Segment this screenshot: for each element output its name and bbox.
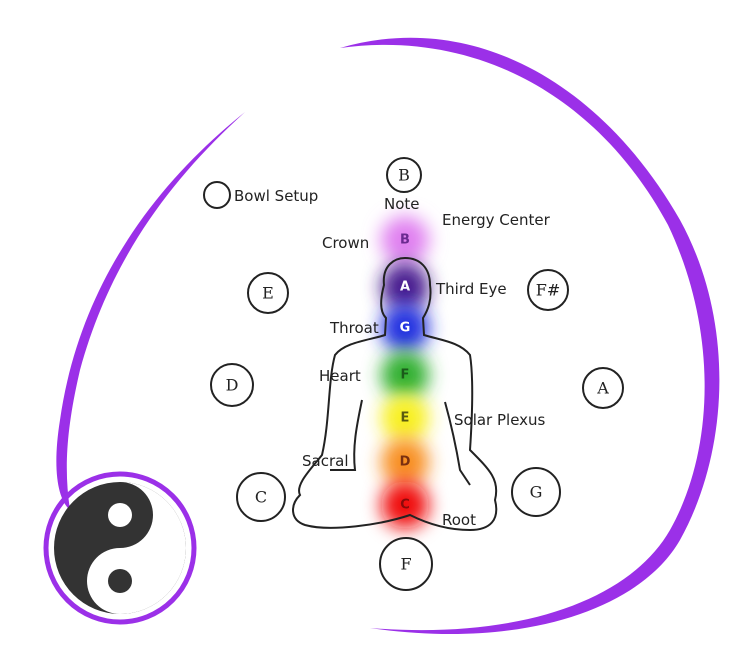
yin-yang-icon (43, 471, 197, 625)
bowl-left: D (210, 363, 254, 407)
bowl-circle (379, 537, 433, 591)
chakra-note: F (401, 368, 410, 383)
chakra-note: C (400, 498, 410, 513)
bowl-setup-label: Bowl Setup (234, 187, 318, 205)
bowl-circle (527, 269, 569, 311)
chakra-note: E (401, 411, 410, 426)
bowl-note: F# (536, 281, 561, 300)
chakra-name-throat: Throat (329, 319, 379, 337)
chakra-glow-solar-plexus (381, 394, 429, 442)
chakra-glow-sacral (381, 438, 429, 486)
chakra-name-root: Root (442, 511, 476, 529)
chakra-note: G (400, 321, 411, 336)
chakra-name-crown: Crown (322, 234, 369, 252)
bowl-lower-right: G (511, 467, 561, 517)
bowl-note: B (398, 166, 410, 185)
bowl-lower-left: C (236, 472, 286, 522)
chakra-glow-throat (381, 304, 429, 352)
bowl-circle (210, 363, 254, 407)
arm-right-outline (444, 401, 471, 486)
bowl-top: B (386, 157, 422, 193)
bowl-right: A (582, 367, 624, 409)
energy-center-label: Energy Center (442, 211, 551, 229)
bowl-note: E (262, 284, 274, 303)
meditating-figure-outline (292, 256, 498, 532)
bowl-upper-left: E (247, 272, 289, 314)
bowl-circle (386, 157, 422, 193)
bowl-note: G (530, 483, 543, 502)
chakra-glow-crown (381, 216, 429, 264)
chakra-glow-root (381, 481, 429, 529)
bowl-note: C (255, 488, 267, 507)
chakra-glow-third-eye (381, 263, 429, 311)
bowl-upper-right: F# (527, 269, 569, 311)
bowl-circle (236, 472, 286, 522)
chakra-glow-heart (381, 351, 429, 399)
arm-left-outline (330, 399, 363, 471)
bowl-circle (582, 367, 624, 409)
bowl-circle (511, 467, 561, 517)
chakra-name-sacral: Sacral (302, 452, 349, 470)
bowl-setup-icon (203, 181, 231, 209)
chakra-name-heart: Heart (319, 367, 361, 385)
bowl-bottom: F (379, 537, 433, 591)
bowl-note: F (400, 555, 411, 574)
bowl-note: A (596, 379, 609, 398)
chakra-name-solar-plexus: Solar Plexus (454, 411, 546, 429)
chakra-note: B (400, 233, 410, 248)
chakra-note: A (400, 280, 410, 295)
chakra-name-third-eye: Third Eye (435, 280, 507, 298)
bowl-circle (247, 272, 289, 314)
chakra-note: D (400, 455, 411, 470)
bowl-note: D (226, 376, 239, 395)
purple-swoosh-left (56, 112, 245, 510)
note-label: Note (384, 195, 420, 213)
